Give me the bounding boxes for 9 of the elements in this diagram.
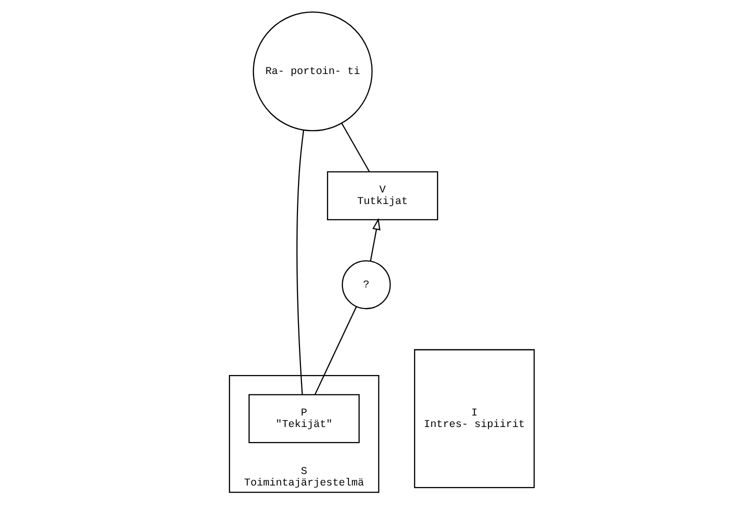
node-circle: Ra- portoin- ti xyxy=(252,11,373,132)
connector xyxy=(314,306,357,395)
arrow xyxy=(370,218,380,261)
node-box: I Intres- sipiirit xyxy=(414,349,535,488)
node-circle: ? xyxy=(342,260,391,310)
node-box: P "Tekijät" xyxy=(248,394,360,444)
connector xyxy=(296,130,304,395)
node-box: V Tutkijat xyxy=(326,171,438,220)
connector xyxy=(341,122,370,172)
